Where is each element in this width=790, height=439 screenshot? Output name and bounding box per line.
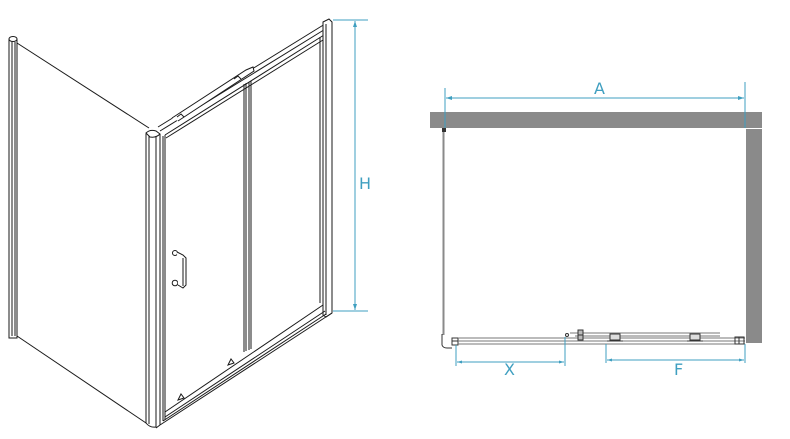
- isometric-view: [8, 18, 333, 429]
- bottom-rollers: [177, 358, 235, 401]
- bottom-rail: [155, 304, 333, 429]
- plan-view: [430, 112, 762, 349]
- wall-right: [746, 129, 762, 343]
- door-track: [458, 332, 745, 345]
- plan-handle: [565, 329, 584, 341]
- dimension-a: [444, 82, 746, 128]
- corner-post: [145, 129, 161, 428]
- dimension-label-opening: X: [504, 360, 515, 379]
- right-profile-plan: [734, 336, 745, 345]
- right-end-post: [319, 18, 333, 318]
- door-frame-left-profile: [155, 134, 166, 427]
- door-divider: [243, 81, 252, 352]
- door-handle: [171, 250, 187, 289]
- dimension-f: [605, 344, 746, 363]
- side-panel-plan: [442, 128, 446, 335]
- side-panel-left-post: [8, 36, 18, 339]
- dimension-label-height: H: [359, 174, 372, 193]
- dimension-label-width: A: [594, 79, 605, 98]
- plan-rollers: [607, 333, 703, 342]
- top-rail: [157, 23, 328, 139]
- dimension-x: [455, 337, 566, 366]
- dimension-label-fixed: F: [674, 360, 684, 379]
- dimension-h: [333, 19, 368, 312]
- wall-top: [430, 112, 762, 128]
- side-panel-glass: [16, 42, 150, 426]
